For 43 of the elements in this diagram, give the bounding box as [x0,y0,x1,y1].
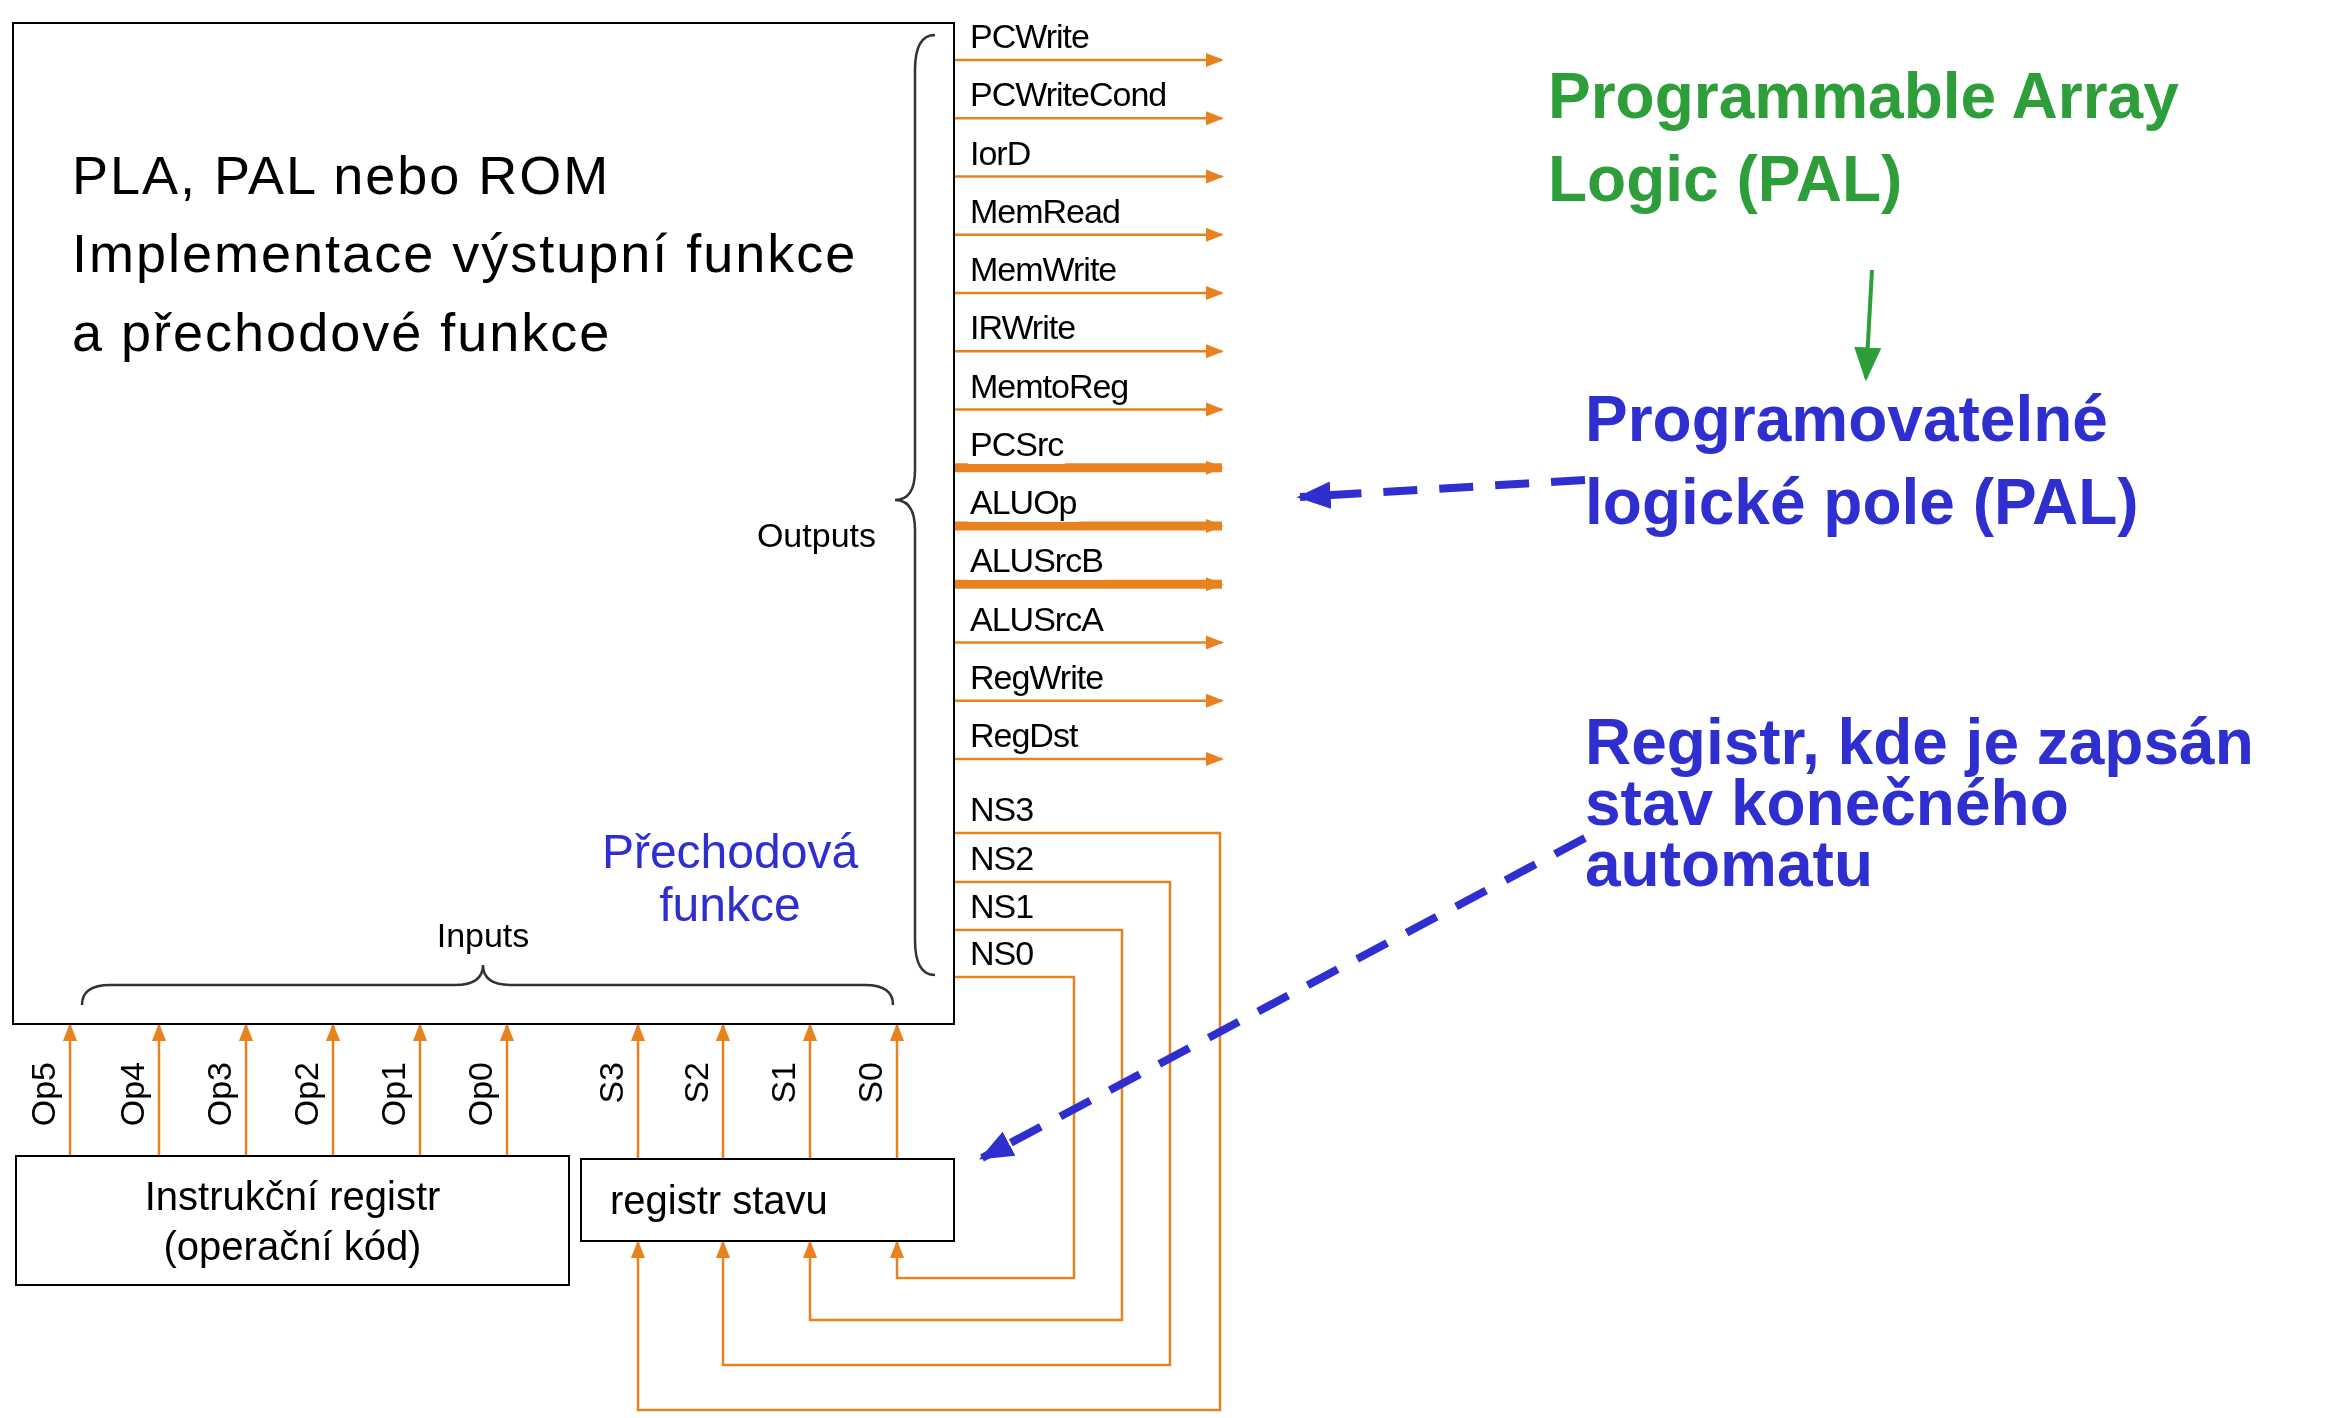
arrow [955,111,1224,126]
dashed-arrow [979,834,1587,1162]
arrow [802,1023,818,1158]
arrow [955,402,1224,417]
brace-label: Outputs [755,515,876,556]
annotation-text: Programovatelné logické pole (PAL) [1585,378,2285,548]
register-label: registr stavu [610,1177,828,1224]
arrow [889,975,1076,1280]
register-box [15,1155,570,1286]
arrow [715,880,1172,1367]
annotation-text: Registr, kde je zapsán stav konečného automatu [1585,712,2345,912]
brace-label: Inputs [435,915,531,956]
box-text: PLA, PAL nebo ROM [72,144,612,207]
box-text: Implementace výstupní funkce a přechodové funkce [72,222,859,364]
arrow [325,1023,341,1155]
arrow [802,928,1124,1322]
arrow [955,169,1224,184]
arrow [955,751,1224,767]
arrow [630,1023,646,1158]
register-label: Instrukční registr (operační kód) [143,1172,442,1270]
arrow [715,1023,731,1158]
arrow [412,1023,428,1155]
arrow [955,344,1224,359]
arrow [955,52,1224,68]
dashed-arrow [1296,476,1586,509]
arrow [151,1023,167,1155]
function-label: Přechodová funkce [600,826,860,932]
arrow [955,635,1224,650]
arrow [1854,269,1882,382]
arrow [889,1023,905,1158]
register-box [580,1158,955,1242]
arrow [955,460,1224,475]
arrow [499,1023,515,1155]
arrow [630,831,1222,1412]
arrow [62,1023,78,1155]
pla-box [12,22,955,1025]
arrow [238,1023,254,1155]
arrow [955,577,1224,592]
arrow [955,518,1224,534]
arrow [955,227,1224,242]
annotation-text: Programmable Array Logic (PAL) [1548,55,2338,270]
arrow [955,285,1224,301]
arrow [955,693,1224,708]
